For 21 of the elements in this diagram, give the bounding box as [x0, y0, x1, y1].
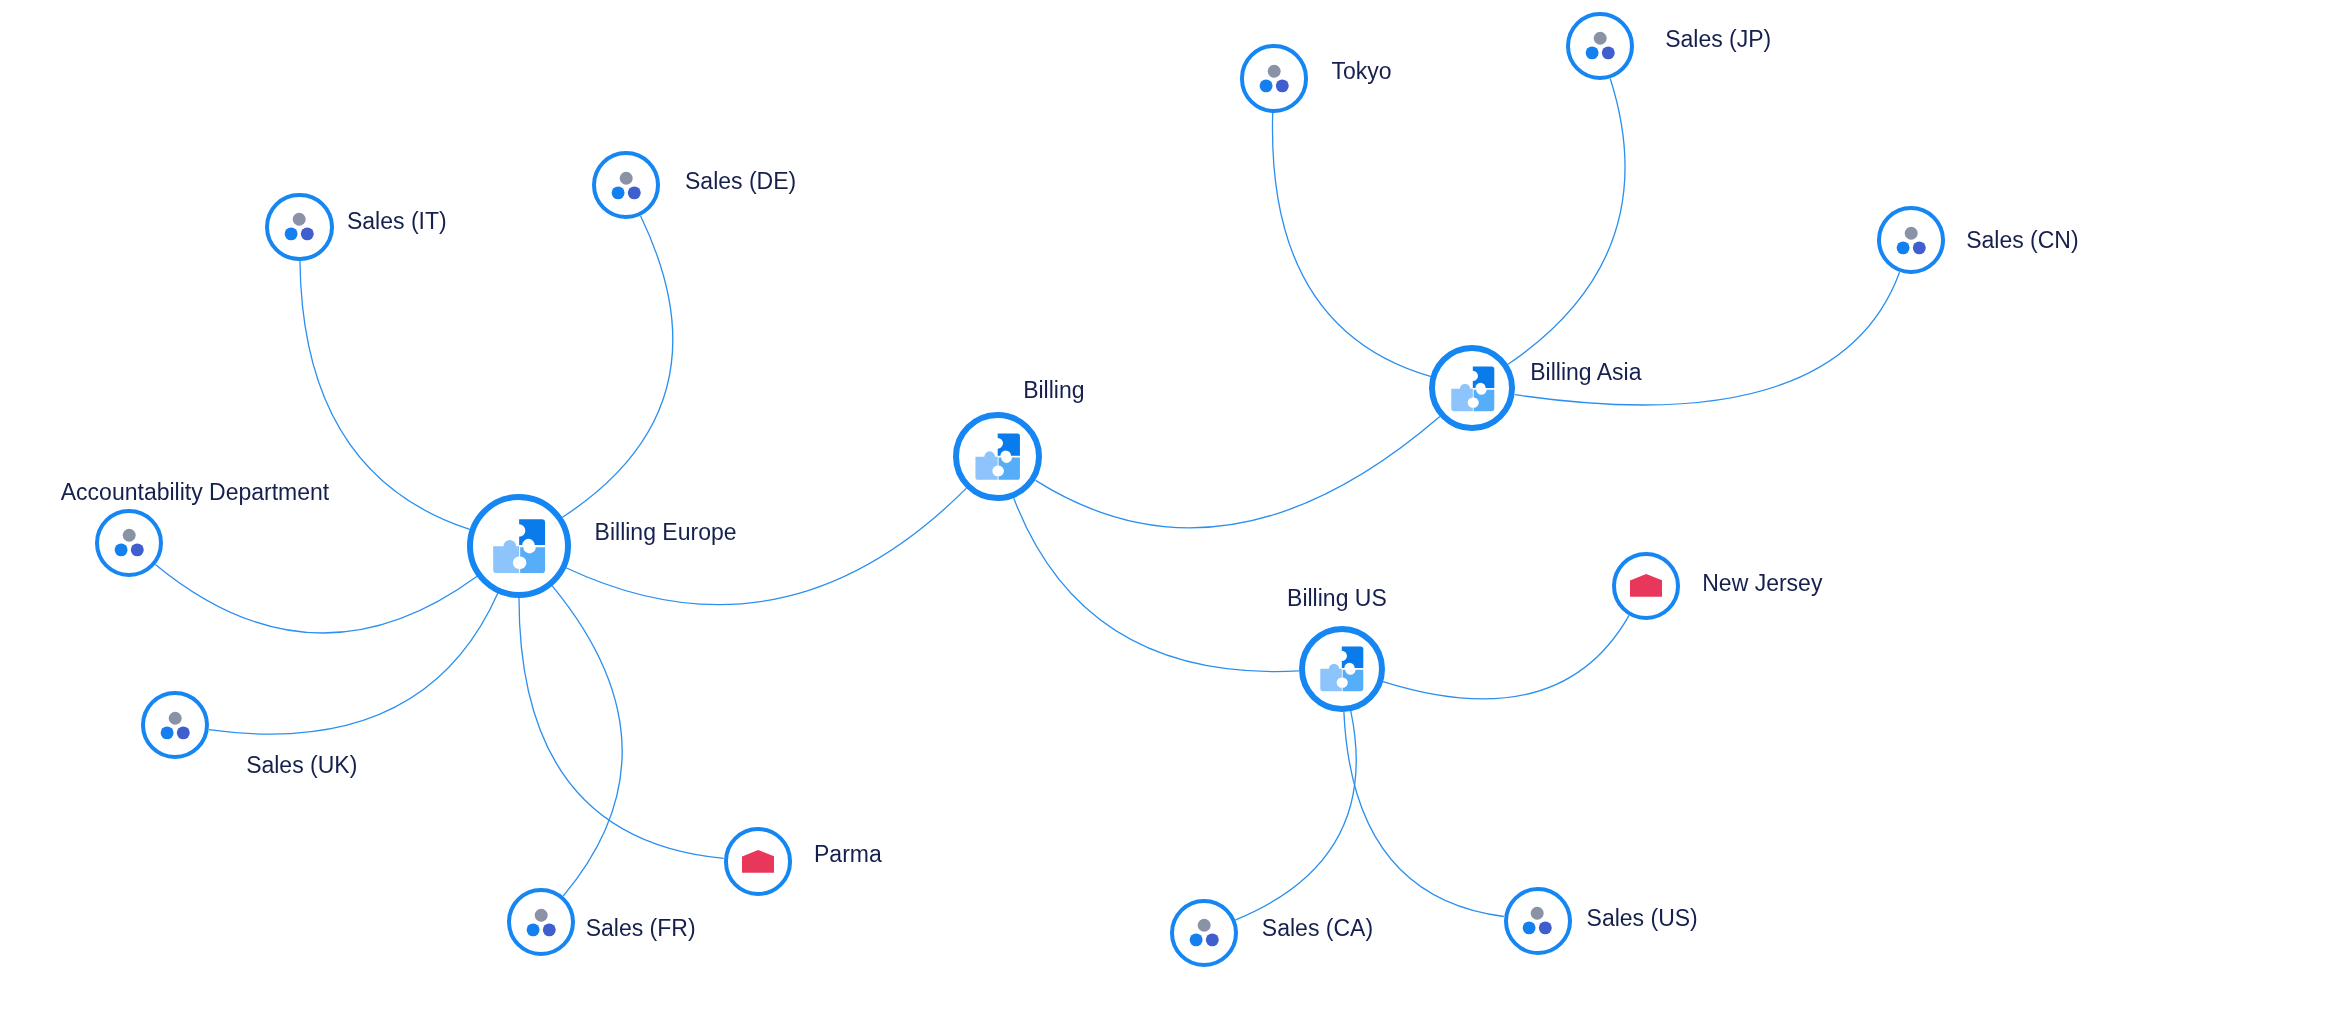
node-label: Sales (IT)	[346, 206, 447, 236]
connector-line	[154, 563, 478, 634]
node-label: Parma	[814, 840, 882, 870]
node-label: Sales (FR)	[585, 914, 696, 944]
connector-line	[1034, 415, 1441, 529]
node-label: Tokyo	[1331, 57, 1392, 87]
node-label: Billing	[1023, 375, 1085, 405]
node-label: Billing Asia	[1530, 358, 1642, 388]
node-label: Sales (UK)	[246, 751, 358, 781]
node-label: Billing US	[1287, 583, 1387, 613]
node-label: Sales (DE)	[685, 166, 797, 196]
connector-line	[518, 596, 725, 859]
connector-line	[1343, 711, 1505, 918]
node-label: Sales (CN)	[1966, 226, 2079, 256]
node-label: Accountability Department	[60, 478, 330, 508]
connector-line	[551, 585, 623, 897]
node-label: Sales (JP)	[1665, 24, 1772, 54]
node-label: Sales (CA)	[1261, 914, 1374, 944]
node-label: Billing Europe	[594, 518, 737, 548]
node-label: New Jersey	[1702, 568, 1823, 598]
node-label: Sales (US)	[1586, 903, 1698, 933]
